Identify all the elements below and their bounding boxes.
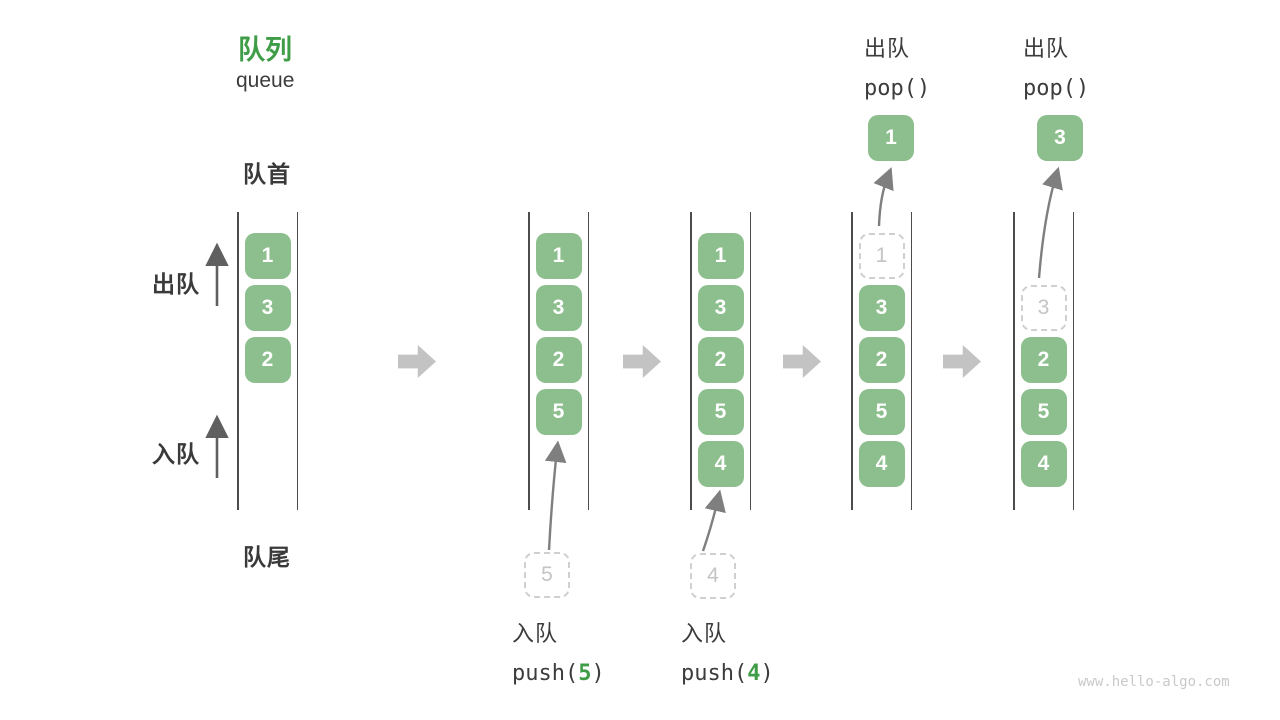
- queue-cell: 2: [1020, 337, 1067, 383]
- push-arg: 5: [578, 661, 592, 686]
- queue-state-1: 1 3 2: [237, 212, 298, 510]
- queue-cell: 3: [858, 285, 905, 331]
- push-label-code: push(5): [512, 661, 605, 686]
- queue-state-4: 1 3 2 5 4: [851, 212, 912, 510]
- queue-cell: 1: [697, 233, 744, 279]
- dequeue-side-label: 出队: [152, 271, 200, 297]
- pending-element: 5: [524, 552, 570, 598]
- queue-wall: [528, 212, 530, 510]
- queue-cell: 1: [244, 233, 291, 279]
- popped-element: 3: [1037, 115, 1083, 161]
- queue-wall: [910, 212, 912, 510]
- queue-cell: 3: [697, 285, 744, 331]
- pop-label-code: pop(): [1023, 76, 1090, 101]
- push-label-code: push(4): [681, 661, 774, 686]
- queue-state-3: 1 3 2 5 4: [690, 212, 751, 510]
- pop-label-code: pop(): [864, 76, 931, 101]
- queue-cell: 4: [858, 441, 905, 487]
- pop-label-zh: 出队: [864, 36, 911, 61]
- queue-wall: [237, 212, 239, 510]
- queue-cell: 5: [535, 389, 582, 435]
- push-label-zh: 入队: [512, 621, 559, 646]
- push-operation-label: 入队 push(4): [681, 616, 774, 686]
- watermark: www.hello-algo.com: [1078, 674, 1230, 690]
- queue-wall: [851, 212, 853, 510]
- queue-cell: 4: [1020, 441, 1067, 487]
- push-operation-label: 入队 push(5): [512, 616, 605, 686]
- queue-wall: [690, 212, 692, 510]
- queue-cell: 2: [244, 337, 291, 383]
- pop-operation-label: 出队 pop(): [864, 31, 930, 101]
- queue-wall: [296, 212, 298, 510]
- pending-element: 4: [690, 553, 736, 599]
- queue-cell-removed: 1: [858, 233, 905, 279]
- queue-wall: [587, 212, 589, 510]
- diagram-title-zh: 队列: [238, 35, 292, 65]
- queue-wall: [1072, 212, 1074, 510]
- queue-cell: 3: [244, 285, 291, 331]
- transition-arrow-icon: [623, 345, 661, 378]
- push-label-zh: 入队: [681, 621, 728, 646]
- queue-cell: 5: [858, 389, 905, 435]
- popped-element: 1: [868, 115, 914, 161]
- queue-cell: 5: [697, 389, 744, 435]
- pop-operation-label: 出队 pop(): [1023, 31, 1089, 101]
- transition-arrow-icon: [398, 345, 436, 378]
- queue-cell: 2: [697, 337, 744, 383]
- queue-rear-label: 队尾: [243, 544, 291, 570]
- queue-cell: 2: [535, 337, 582, 383]
- queue-cell: 4: [697, 441, 744, 487]
- transition-arrow-icon: [783, 345, 821, 378]
- queue-wall: [1013, 212, 1015, 510]
- queue-state-5: 3 2 5 4: [1013, 212, 1074, 510]
- push-arg: 4: [747, 661, 761, 686]
- queue-cell: 5: [1020, 389, 1067, 435]
- queue-cell-removed: 3: [1020, 285, 1067, 331]
- enqueue-side-label: 入队: [152, 441, 200, 467]
- queue-state-2: 1 3 2 5: [528, 212, 589, 510]
- pop-label-zh: 出队: [1023, 36, 1070, 61]
- queue-cell: 3: [535, 285, 582, 331]
- queue-cell: 2: [858, 337, 905, 383]
- queue-front-label: 队首: [243, 161, 291, 187]
- queue-wall: [749, 212, 751, 510]
- diagram-title-en: queue: [236, 69, 295, 92]
- queue-cell: 1: [535, 233, 582, 279]
- transition-arrow-icon: [943, 345, 981, 378]
